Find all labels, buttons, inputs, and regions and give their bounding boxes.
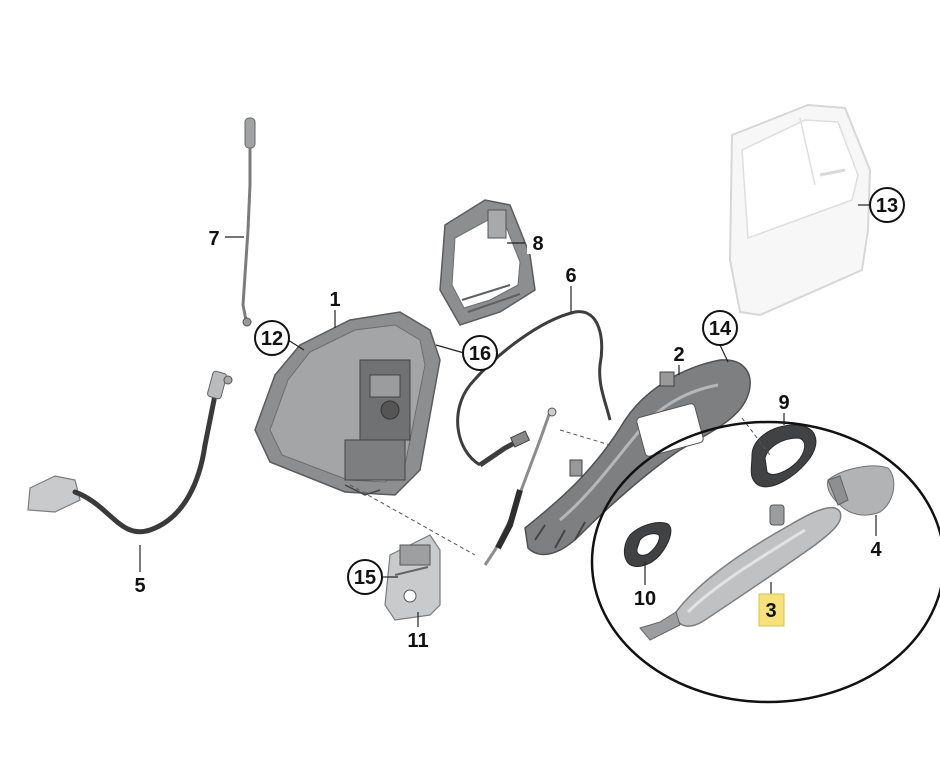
svg-text:9: 9 — [778, 392, 789, 414]
label-2: 2 — [668, 341, 690, 366]
lock-bracket-part — [439, 199, 536, 326]
label-5: 5 — [129, 572, 151, 597]
svg-text:1: 1 — [329, 289, 340, 311]
label-leader-lines — [139, 204, 877, 627]
svg-text:2: 2 — [673, 344, 684, 366]
svg-text:5: 5 — [134, 575, 145, 597]
svg-text:4: 4 — [870, 539, 882, 561]
outer-door-handle-part — [639, 504, 842, 641]
handle-gasket-front-part — [750, 424, 817, 488]
svg-text:7: 7 — [208, 228, 219, 250]
handle-gasket-rear-part — [623, 522, 672, 567]
svg-text:12: 12 — [261, 328, 283, 350]
label-16-circled: 16 — [462, 335, 498, 371]
door-panel-part — [728, 103, 872, 317]
handle-carrier-part — [524, 359, 751, 556]
label-1: 1 — [324, 286, 346, 311]
label-3-highlighted: 3 — [758, 593, 785, 627]
label-15-circled: 15 — [347, 559, 383, 595]
svg-text:3: 3 — [765, 600, 776, 622]
label-13-circled: 13 — [869, 187, 905, 223]
lock-rod-part — [241, 117, 256, 327]
label-7: 7 — [203, 225, 225, 250]
label-6: 6 — [560, 262, 582, 287]
label-12-circled: 12 — [254, 320, 290, 356]
striker-plate-part — [384, 534, 441, 621]
operating-cable-part — [456, 310, 612, 468]
bowden-cable-part — [27, 370, 233, 535]
highlight-ellipse — [590, 420, 940, 704]
svg-text:11: 11 — [407, 630, 428, 652]
connecting-rod-part — [483, 407, 557, 566]
label-4: 4 — [865, 536, 887, 561]
svg-text:10: 10 — [634, 588, 656, 610]
door-lock-part — [254, 311, 441, 496]
label-9: 9 — [773, 389, 795, 414]
svg-text:6: 6 — [565, 265, 576, 287]
svg-text:16: 16 — [469, 343, 491, 365]
handle-cover-cap-part — [827, 465, 895, 516]
svg-text:14: 14 — [709, 318, 732, 340]
svg-text:15: 15 — [354, 567, 376, 589]
label-11: 11 — [402, 627, 434, 652]
svg-text:13: 13 — [876, 195, 898, 217]
label-10: 10 — [629, 585, 661, 610]
label-8: 8 — [527, 230, 549, 255]
svg-text:8: 8 — [532, 233, 543, 255]
label-14-circled: 14 — [702, 310, 738, 346]
